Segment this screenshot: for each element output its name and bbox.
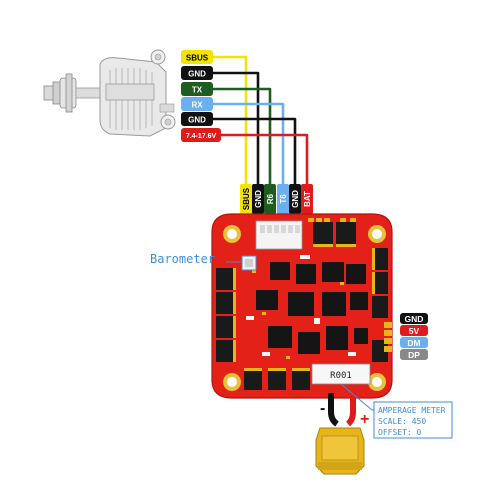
receiver-pin-tx-label: TX — [192, 86, 203, 95]
usb-pad-dm — [400, 337, 428, 348]
wire-bat — [213, 133, 309, 184]
fc-pad-t6-label: T6 — [279, 194, 288, 204]
fc-pad-r6-label: R6 — [266, 193, 275, 204]
mosfets — [216, 222, 388, 390]
receiver-pin-power — [181, 128, 221, 142]
wires — [213, 55, 309, 184]
fc-pad-labels: SBUS GND R6 T6 GND BAT — [240, 184, 313, 214]
xt-connector — [315, 427, 365, 475]
receiver-pin-tx — [181, 82, 213, 96]
fc-pad-sbus — [240, 184, 252, 214]
receiver-pin-gnd-1-label: GND — [188, 70, 206, 79]
receiver-pin-sbus-label: SBUS — [186, 54, 209, 63]
shunt-label: R001 — [330, 371, 352, 381]
receiver — [43, 49, 176, 137]
fc-pad-gnd-1-label: GND — [254, 190, 263, 208]
polarity-positive: + — [360, 411, 369, 428]
usb-pad-gnd-label: GND — [405, 314, 424, 324]
usb-pad-5v-label: 5V — [409, 326, 420, 336]
receiver-pin-power-label: 7.4-17.6V — [186, 133, 217, 140]
amperage-scale: SCALE: 450 — [378, 417, 426, 426]
fc-pad-gnd-2-label: GND — [291, 190, 300, 208]
wire-sbus — [213, 55, 248, 184]
amperage-annotation: AMPERAGE METER SCALE: 450 OFFSET: 0 — [340, 383, 453, 439]
wire-tx — [213, 87, 272, 184]
receiver-pin-rx-label: RX — [191, 101, 203, 110]
flight-controller-board: R001 — [211, 213, 393, 399]
fc-pad-gnd-1 — [252, 184, 264, 214]
wire-gnd-2 — [213, 117, 297, 184]
fc-pad-bat-label: BAT — [303, 191, 312, 207]
battery-lead: - + — [315, 393, 369, 475]
receiver-pin-gnd-2 — [181, 112, 213, 126]
usb-pad-dp-label: DP — [408, 350, 420, 360]
receiver-antenna — [43, 73, 103, 113]
fc-pad-r6 — [264, 184, 276, 214]
fc-pad-t6 — [277, 184, 289, 214]
barometer-annotation: Barometer — [150, 252, 242, 266]
amperage-box — [373, 401, 453, 439]
receiver-pin-gnd-1 — [181, 66, 213, 80]
fc-pad-bat — [301, 184, 313, 214]
usb-pad-dm-label: DM — [407, 338, 420, 348]
amperage-title: AMPERAGE METER — [378, 406, 446, 415]
fc-pad-sbus-label: SBUS — [242, 187, 251, 210]
usb-pad-dp — [400, 349, 428, 360]
receiver-body — [99, 49, 176, 137]
polarity-negative: - — [320, 400, 325, 417]
mounting-holes — [223, 225, 386, 391]
wire-rx — [213, 102, 285, 184]
receiver-pin-sbus — [181, 50, 213, 64]
receiver-pin-labels: SBUS GND TX RX GND 7.4-17.6V — [181, 50, 221, 142]
wire-gnd-1 — [213, 71, 260, 184]
fc-pad-gnd-2 — [289, 184, 301, 214]
receiver-pin-rx — [181, 97, 213, 111]
receiver-pin-gnd-2-label: GND — [188, 116, 206, 125]
usb-pad-gnd — [400, 313, 428, 324]
barometer-label: Barometer — [150, 252, 215, 266]
usb-pad-5v — [400, 325, 428, 336]
ics — [256, 262, 368, 354]
amperage-offset: OFFSET: 0 — [378, 428, 422, 437]
usb-pad-labels: GND 5V DM DP — [400, 313, 428, 360]
